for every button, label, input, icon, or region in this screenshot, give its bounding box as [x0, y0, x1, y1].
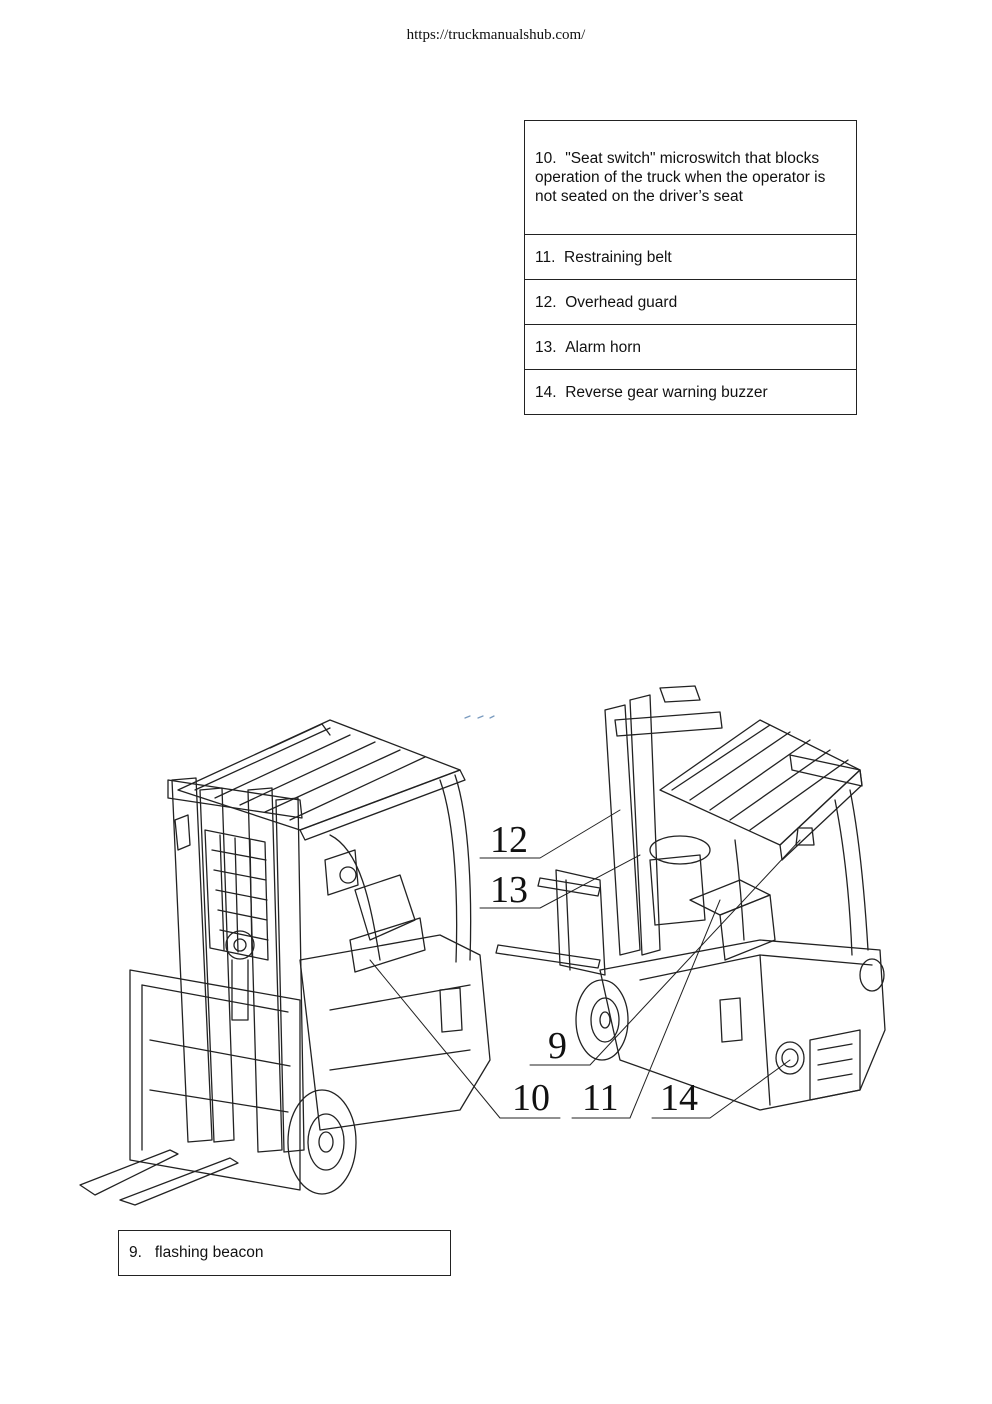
legend-text: flashing beacon: [154, 1244, 264, 1261]
legend-num: 9.: [129, 1244, 142, 1261]
legend-num: 14.: [535, 383, 557, 401]
legend-text: Reverse gear warning buzzer: [565, 383, 768, 401]
callout-13: 13: [490, 869, 528, 911]
legend-row: 12. Overhead guard: [524, 279, 857, 325]
callout-9: 9: [548, 1025, 567, 1067]
legend-row: 14. Reverse gear warning buzzer: [524, 369, 857, 415]
legend-num: 11.: [535, 248, 556, 266]
legend-row: 9. flashing beacon: [118, 1230, 451, 1276]
callout-11: 11: [582, 1077, 619, 1119]
legend-text: Alarm horn: [565, 338, 641, 356]
legend-cell: 12. Overhead guard: [524, 279, 857, 325]
source-url[interactable]: https://truckmanualshub.com/: [406, 27, 586, 43]
callout-14: 14: [660, 1077, 698, 1119]
legend-text: Restraining belt: [564, 248, 672, 266]
legend-text: "Seat switch" microswitch that blocks op…: [535, 150, 826, 205]
forklift-rear-view: [495, 685, 886, 1111]
legend-table: 10. "Seat switch" microswitch that block…: [524, 120, 857, 415]
legend-cell: 10. "Seat switch" microswitch that block…: [524, 120, 857, 235]
callout-10: 10: [512, 1077, 550, 1119]
legend-text: Overhead guard: [565, 293, 678, 311]
legend-row: 10. "Seat switch" microswitch that block…: [524, 120, 857, 235]
legend-cell: 14. Reverse gear warning buzzer: [524, 369, 857, 415]
legend-table-bottom: 9. flashing beacon: [118, 1230, 451, 1276]
forklift-front-view: [79, 719, 491, 1206]
callout-12: 12: [490, 819, 528, 861]
legend-cell: 9. flashing beacon: [118, 1230, 451, 1276]
legend-num: 13.: [535, 338, 557, 356]
legend-num: 12.: [535, 293, 557, 311]
callout-lines: [369, 809, 801, 1119]
legend-num: 10.: [535, 150, 557, 167]
